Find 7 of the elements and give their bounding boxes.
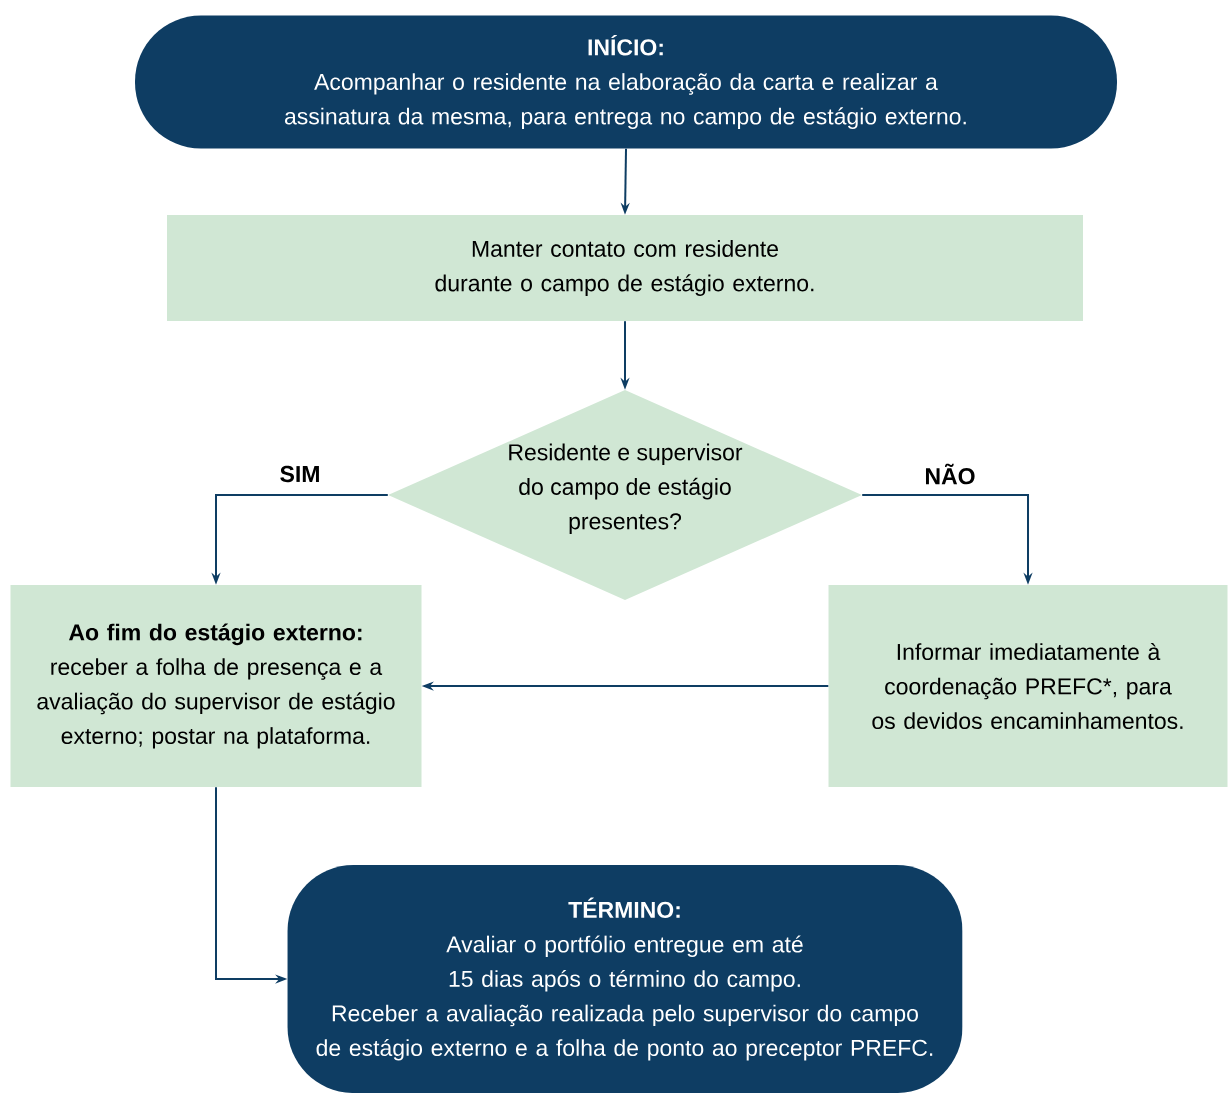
process-box: Ao fim do estágio externo: receber a folha de presença e a avaliação do supervisor de estágio externo; postar na plataforma. (10, 585, 422, 787)
edge-label: SIM (280, 465, 319, 483)
edge-label: NÃO (926, 463, 975, 485)
terminal-box: INÍCIO: Acompanhar o residente na elaboração da carta e realizar a assinatura da mesma, para entrega no campo de estágio externo. (135, 15, 1117, 149)
process-box: Manter contato com residente durante o campo de estágio externo. (167, 215, 1083, 321)
process-box: Informar imediatamente à coordenação PREFC*, para os devidos encaminhamentos. (828, 585, 1228, 787)
terminal-box: TÉRMINO: Avaliar o portfólio entregue em até 15 dias após o término do campo. Receber a avaliação realizada pelo supervisor do campo de estágio externo e a folha de ponto ao preceptor PREFC. (287, 865, 963, 1093)
